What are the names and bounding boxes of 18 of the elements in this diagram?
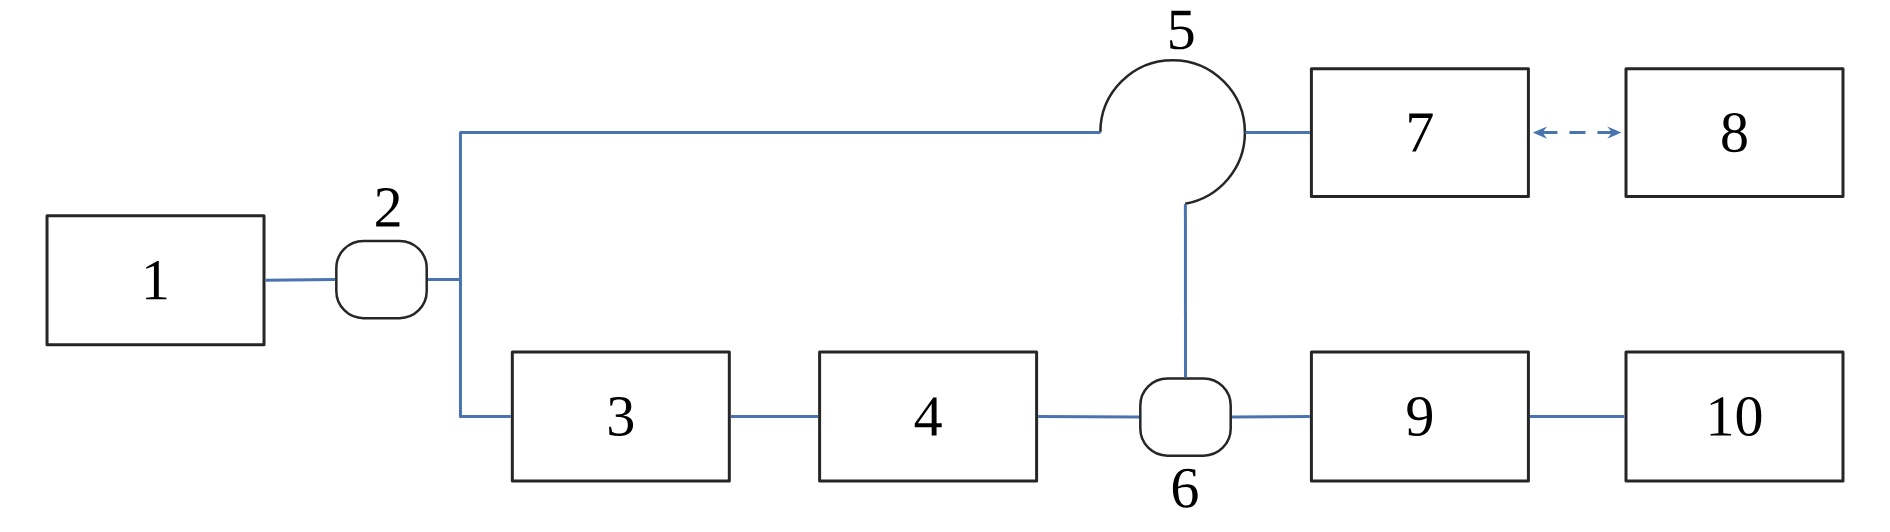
- connector-line: [1529, 415, 1625, 418]
- connector-line: [265, 278, 336, 282]
- number-label: 6: [1172, 468, 1198, 508]
- number-label: 2: [376, 188, 400, 227]
- block-box: 9: [1309, 350, 1530, 483]
- block-box: 7: [1309, 67, 1530, 198]
- block-box: 8: [1624, 67, 1845, 198]
- connector-line: [1231, 415, 1310, 419]
- connector-line: [1038, 415, 1140, 419]
- block-box: 10: [1624, 350, 1845, 483]
- connector-line: [427, 278, 511, 418]
- block-box: 4: [818, 350, 1039, 483]
- block-box: 1: [45, 214, 266, 347]
- number-label: 5: [1170, 10, 1194, 50]
- connector-line: [1245, 131, 1310, 135]
- connector-line: [1183, 204, 1187, 378]
- block-box: 3: [510, 350, 731, 483]
- connector-line: [730, 415, 819, 418]
